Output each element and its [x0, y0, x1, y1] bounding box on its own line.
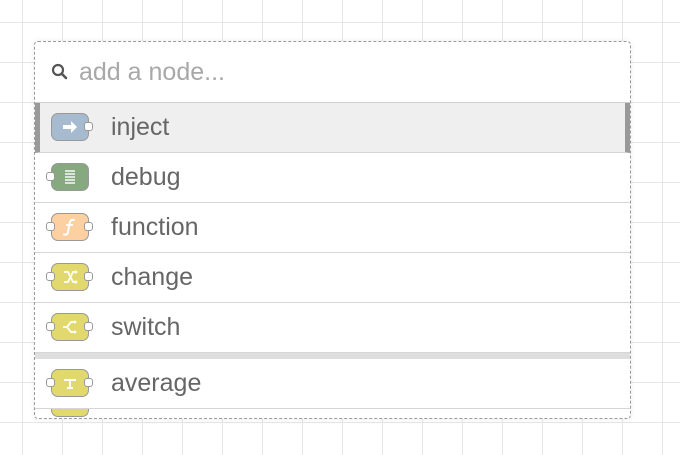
node-item-partial[interactable] — [35, 409, 630, 418]
debug-node-badge — [46, 162, 95, 193]
function-f-icon — [51, 212, 89, 241]
output-port — [84, 377, 93, 387]
input-port — [46, 321, 55, 331]
debug-list-icon — [51, 162, 89, 191]
output-port — [84, 271, 93, 281]
input-port — [46, 171, 55, 181]
input-port — [46, 221, 55, 231]
function-node-badge — [46, 212, 95, 243]
output-port — [84, 321, 93, 331]
switch-node-badge — [46, 312, 95, 343]
output-port — [84, 221, 93, 231]
search-icon — [51, 63, 69, 81]
node-label: change — [111, 263, 194, 291]
search-bar — [35, 42, 630, 103]
node-item-inject[interactable]: inject — [35, 103, 630, 153]
node-item-debug[interactable]: debug — [35, 153, 630, 203]
node-label: inject — [111, 113, 170, 141]
average-node-badge — [46, 368, 95, 399]
input-port — [46, 377, 55, 387]
node-item-change[interactable]: change — [35, 253, 630, 303]
node-label: debug — [111, 163, 181, 191]
node-label: average — [111, 369, 202, 397]
add-node-dialog: inject debug — [34, 41, 631, 419]
node-label: function — [111, 213, 199, 241]
input-port — [46, 271, 55, 281]
inject-arrow-icon — [51, 112, 89, 141]
search-input[interactable] — [79, 57, 599, 87]
change-node-badge — [46, 262, 95, 293]
section-divider — [35, 353, 630, 359]
inject-node-badge — [51, 112, 95, 143]
output-port — [84, 121, 93, 131]
node-item-function[interactable]: function — [35, 203, 630, 253]
node-item-average[interactable]: average — [35, 359, 630, 409]
node-item-switch[interactable]: switch — [35, 303, 630, 353]
switch-split-icon — [51, 312, 89, 341]
node-label: switch — [111, 313, 181, 341]
partial-node-badge — [51, 409, 89, 417]
